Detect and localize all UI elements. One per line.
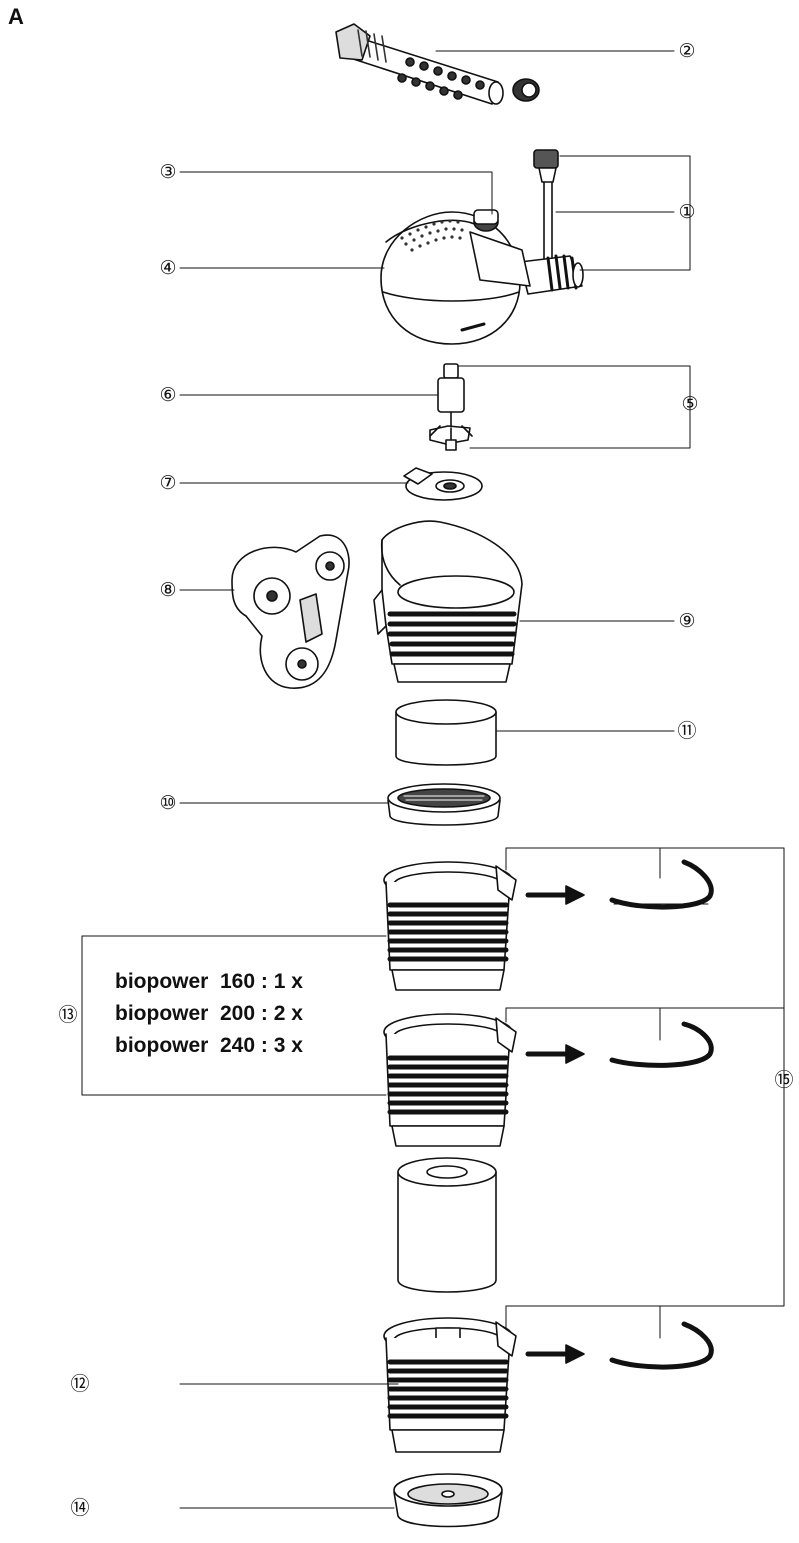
- bottom-module-part: [383, 1317, 517, 1453]
- callout-14: ⑭: [70, 1497, 89, 1519]
- callout-12: ⑫: [70, 1373, 89, 1395]
- callout-2: ②: [678, 40, 695, 62]
- sponge-disc-part: [395, 699, 497, 766]
- holder-bracket-part: [231, 534, 350, 689]
- impeller-part: [429, 363, 473, 451]
- grid-insert-part: [387, 783, 501, 826]
- outlet-nozzle-part: [335, 23, 504, 105]
- module-count-table: biopower 160 : 1 x biopower 200 : 2 x bi…: [115, 966, 303, 1062]
- filter-module-2-part: [383, 1013, 517, 1147]
- leader-lines: [81, 50, 785, 1509]
- callout-4: ④: [159, 257, 176, 279]
- figure-label: A: [8, 4, 24, 29]
- callout-3: ③: [159, 161, 176, 183]
- callout-13: ⑬: [58, 1004, 77, 1026]
- callout-6: ⑥: [159, 384, 176, 406]
- variant-200: biopower 200 : 2 x: [115, 1002, 303, 1025]
- callout-9: ⑨: [678, 610, 695, 632]
- locking-ring-1: [609, 859, 714, 910]
- outflow-pipe-part: [519, 149, 584, 295]
- callout-7: ⑦: [159, 472, 176, 494]
- variant-240: biopower 240 : 3 x: [115, 1034, 303, 1057]
- filter-chamber-head-part: [373, 520, 523, 683]
- callout-11: ⑪: [677, 720, 696, 742]
- impeller-cover-part: [403, 467, 483, 501]
- callout-10: ⑩: [159, 792, 176, 814]
- callout-labels: ① ② ③ ④ ⑤ ⑥ ⑦ ⑧ ⑨ ⑩ ⑪ ⑫ ⑬ ⑭ ⑮: [58, 40, 793, 1519]
- callout-8: ⑧: [159, 579, 176, 601]
- outlet-cap-part: [512, 78, 540, 102]
- filter-module-1-part: [383, 861, 517, 991]
- arrow-2: [525, 1044, 585, 1064]
- pump-head-vents: [400, 219, 464, 252]
- locking-ring-3: [609, 1321, 714, 1370]
- callout-1: ①: [678, 201, 695, 223]
- callout-5: ⑤: [681, 393, 698, 415]
- bottom-cap-part: [393, 1473, 503, 1528]
- variant-160: biopower 160 : 1 x: [115, 970, 303, 993]
- pump-head-part: [380, 209, 531, 345]
- arrow-1: [525, 885, 585, 905]
- sponge-cylinder-part: [397, 1157, 497, 1293]
- locking-ring-2: [609, 1021, 714, 1068]
- callout-15: ⑮: [774, 1069, 793, 1091]
- arrow-3: [525, 1344, 585, 1364]
